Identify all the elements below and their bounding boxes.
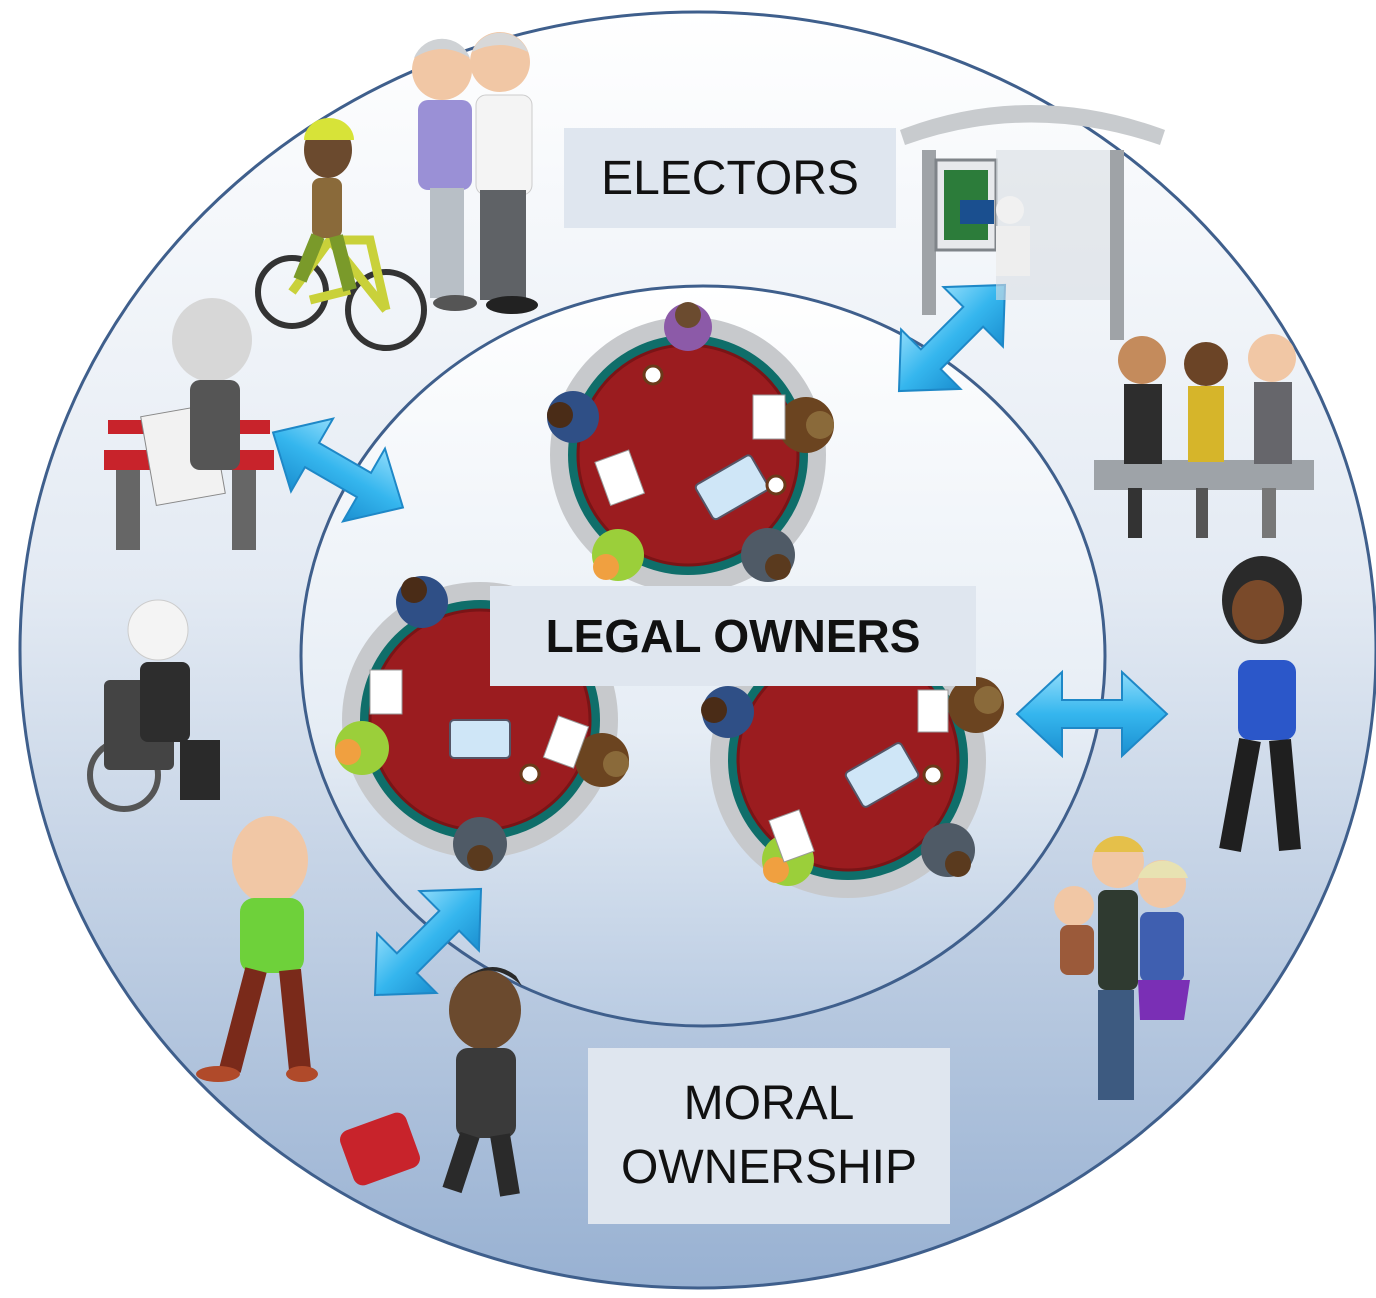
meeting-table-icon [701, 620, 1004, 900]
family-icon [1054, 836, 1190, 1100]
legal-owners-label: LEGAL OWNERS [490, 586, 976, 686]
moral-ownership-label: MORAL OWNERSHIP [588, 1048, 950, 1224]
moral-ownership-line2: OWNERSHIP [620, 1141, 917, 1194]
meeting-table-icon [335, 576, 629, 871]
cyclist-icon [255, 118, 427, 351]
seated-trio-icon [1094, 334, 1314, 538]
newspaper-reader-icon [104, 298, 274, 550]
electors-label: ELECTORS [564, 128, 896, 228]
thinking-woman-icon [1219, 556, 1302, 852]
wheelchair-user-icon [87, 599, 220, 812]
traveller-icon [340, 967, 522, 1197]
moral-ownership-line1: MORAL [683, 1077, 855, 1130]
legal-owners-text: LEGAL OWNERS [545, 610, 921, 662]
elderly-couple-icon [412, 32, 538, 314]
thinking-man-icon [196, 816, 318, 1082]
electors-text: ELECTORS [601, 151, 859, 205]
meeting-table-icon [547, 302, 834, 595]
bus-shelter-icon [900, 105, 1165, 340]
